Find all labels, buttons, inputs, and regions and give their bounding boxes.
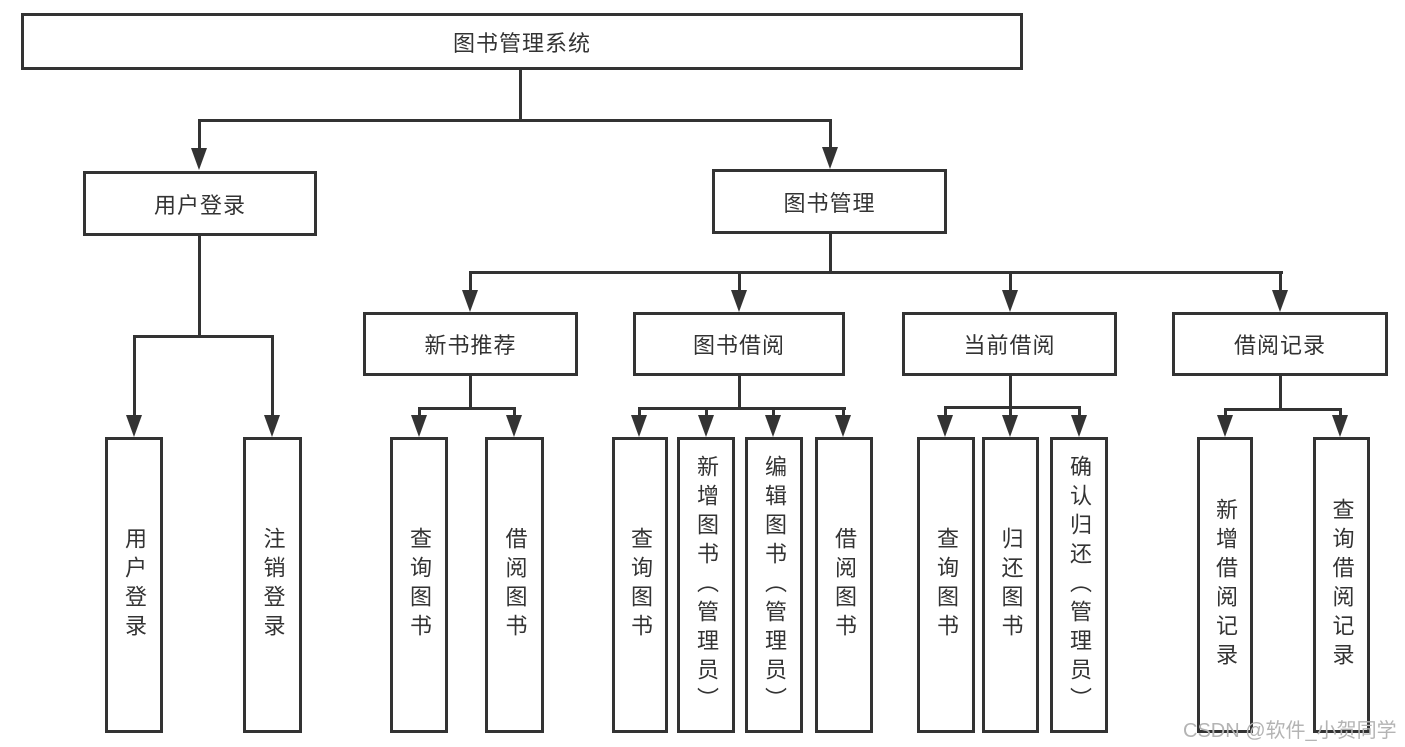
node-book-borrow-label: 图书借阅 [692,333,785,358]
node-root-label: 图书管理系统 [452,30,591,56]
leaf-return-books-box: 归还图书 [982,437,1039,733]
node-current-borrow-label: 当前借阅 [963,333,1056,358]
arrow-down-icon [731,290,747,312]
node-user-login-box: 用户登录 [83,171,317,236]
connector-line [513,407,516,417]
leaf-edit-books-admin-label: 编辑图书（管理员） [762,454,787,716]
leaf-recommend-borrow-books-box: 借阅图书 [485,437,544,733]
arrow-down-icon [822,147,838,169]
arrow-down-icon [126,415,142,437]
node-borrow-records-label: 借阅记录 [1233,333,1326,358]
connector-line [418,407,421,417]
leaf-query-borrow-record-label: 查询借阅记录 [1329,498,1355,672]
connector-line [1339,408,1342,417]
leaf-recommend-query-books-box: 查询图书 [390,437,448,733]
leaf-add-books-admin-label: 新增图书（管理员） [694,454,719,716]
csdn-watermark: CSDN @软件_小贺同学 [1183,720,1397,742]
leaf-recommend-borrow-books-label: 借阅图书 [502,527,528,643]
node-book-borrow-box: 图书借阅 [633,312,845,376]
connector-line [1009,376,1012,408]
node-new-book-recommend-box: 新书推荐 [363,312,578,376]
connector-line [1224,408,1342,411]
connector-line [772,407,775,417]
leaf-add-borrow-record-label: 新增借阅记录 [1213,498,1238,672]
connector-line [198,119,201,151]
connector-line [829,119,832,151]
node-current-borrow-box: 当前借阅 [902,312,1117,376]
arrow-down-icon [765,415,781,437]
connector-line [842,407,845,417]
node-new-book-recommend-label: 新书推荐 [424,333,517,358]
connector-line [469,271,1283,274]
connector-line [738,376,741,409]
arrow-down-icon [631,415,647,437]
connector-line [1009,406,1012,417]
connector-line [1009,271,1012,291]
arrow-down-icon [937,415,953,437]
leaf-borrow-books-box: 借阅图书 [815,437,873,733]
arrow-down-icon [462,290,478,312]
connector-line [418,407,516,410]
connector-line [1279,271,1282,291]
connector-line [469,271,472,291]
connector-line [638,407,846,410]
node-root-box: 图书管理系统 [21,13,1023,70]
arrow-down-icon [1002,415,1018,437]
leaf-edit-books-admin-box: 编辑图书（管理员） [745,437,803,733]
arrow-down-icon [506,415,522,437]
connector-line [705,407,708,417]
node-borrow-records-box: 借阅记录 [1172,312,1388,376]
arrow-down-icon [191,148,207,170]
leaf-confirm-return-admin-label: 确认归还（管理员） [1067,454,1092,716]
node-user-login-label: 用户登录 [153,192,246,218]
leaf-current-query-books-box: 查询图书 [917,437,975,733]
connector-line [469,376,472,410]
leaf-borrow-query-books-box: 查询图书 [612,437,668,733]
leaf-recommend-query-books-label: 查询图书 [407,527,432,643]
connector-line [198,119,832,122]
leaf-user-login-box: 用户登录 [105,437,163,733]
node-book-management-label: 图书管理 [783,190,876,216]
arrow-down-icon [1272,290,1288,312]
connector-line [738,271,741,291]
arrow-down-icon [264,415,280,437]
arrow-down-icon [1217,415,1233,437]
arrow-down-icon [411,415,427,437]
leaf-user-login-label: 用户登录 [122,527,147,643]
leaf-current-query-books-label: 查询图书 [934,527,959,643]
leaf-borrow-query-books-label: 查询图书 [628,527,653,643]
arrow-down-icon [1332,415,1348,437]
connector-line [638,407,641,417]
leaf-return-books-label: 归还图书 [998,527,1024,643]
connector-line [271,335,274,417]
connector-line [944,406,1081,409]
arrow-down-icon [835,415,851,437]
connector-line [944,406,947,417]
node-book-management-box: 图书管理 [712,169,947,234]
arrow-down-icon [698,415,714,437]
connector-line [133,335,136,417]
connector-line [829,234,832,272]
leaf-query-borrow-record-box: 查询借阅记录 [1313,437,1370,733]
connector-line [198,236,201,336]
connector-line [1279,376,1282,409]
leaf-borrow-books-label: 借阅图书 [832,527,857,643]
leaf-add-borrow-record-box: 新增借阅记录 [1197,437,1253,733]
connector-line [133,335,274,338]
leaf-logout-box: 注销登录 [243,437,302,733]
arrow-down-icon [1002,290,1018,312]
connector-line [1224,408,1227,417]
connector-line [519,70,522,119]
leaf-confirm-return-admin-box: 确认归还（管理员） [1050,437,1108,733]
connector-line [1078,406,1081,417]
leaf-add-books-admin-box: 新增图书（管理员） [677,437,735,733]
leaf-logout-label: 注销登录 [260,527,286,643]
arrow-down-icon [1071,415,1087,437]
